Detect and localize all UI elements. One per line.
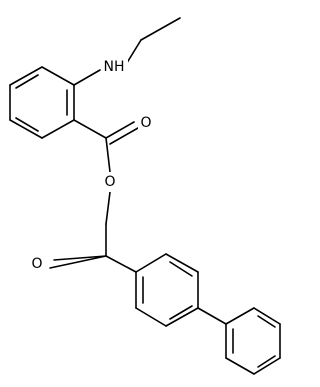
- nh-label: NH: [104, 59, 125, 75]
- molecule-structure: NH O O O: [9, 17, 281, 375]
- biphenyl-ring-2: [225, 307, 281, 375]
- keto-group: [49, 223, 137, 273]
- ester-oxygen-label: O: [104, 174, 115, 190]
- biphenyl-ring-1: [135, 253, 199, 327]
- atom-label-ketone-o: O: [28, 254, 46, 274]
- anthranilate-ring: [9, 66, 75, 139]
- atom-label-ester-double-o: O: [138, 114, 154, 132]
- ketone-oxygen-label: O: [31, 256, 42, 272]
- atom-label-ester-single-o: O: [102, 172, 118, 192]
- ethyl-group: [124, 17, 181, 67]
- atom-label-nh: NH: [102, 58, 128, 76]
- biphenyl-link-bond: [197, 307, 227, 325]
- ester-carbonyl-o-label: O: [140, 115, 151, 131]
- ester-group: [73, 119, 139, 225]
- amine-ring-bond: [73, 69, 101, 86]
